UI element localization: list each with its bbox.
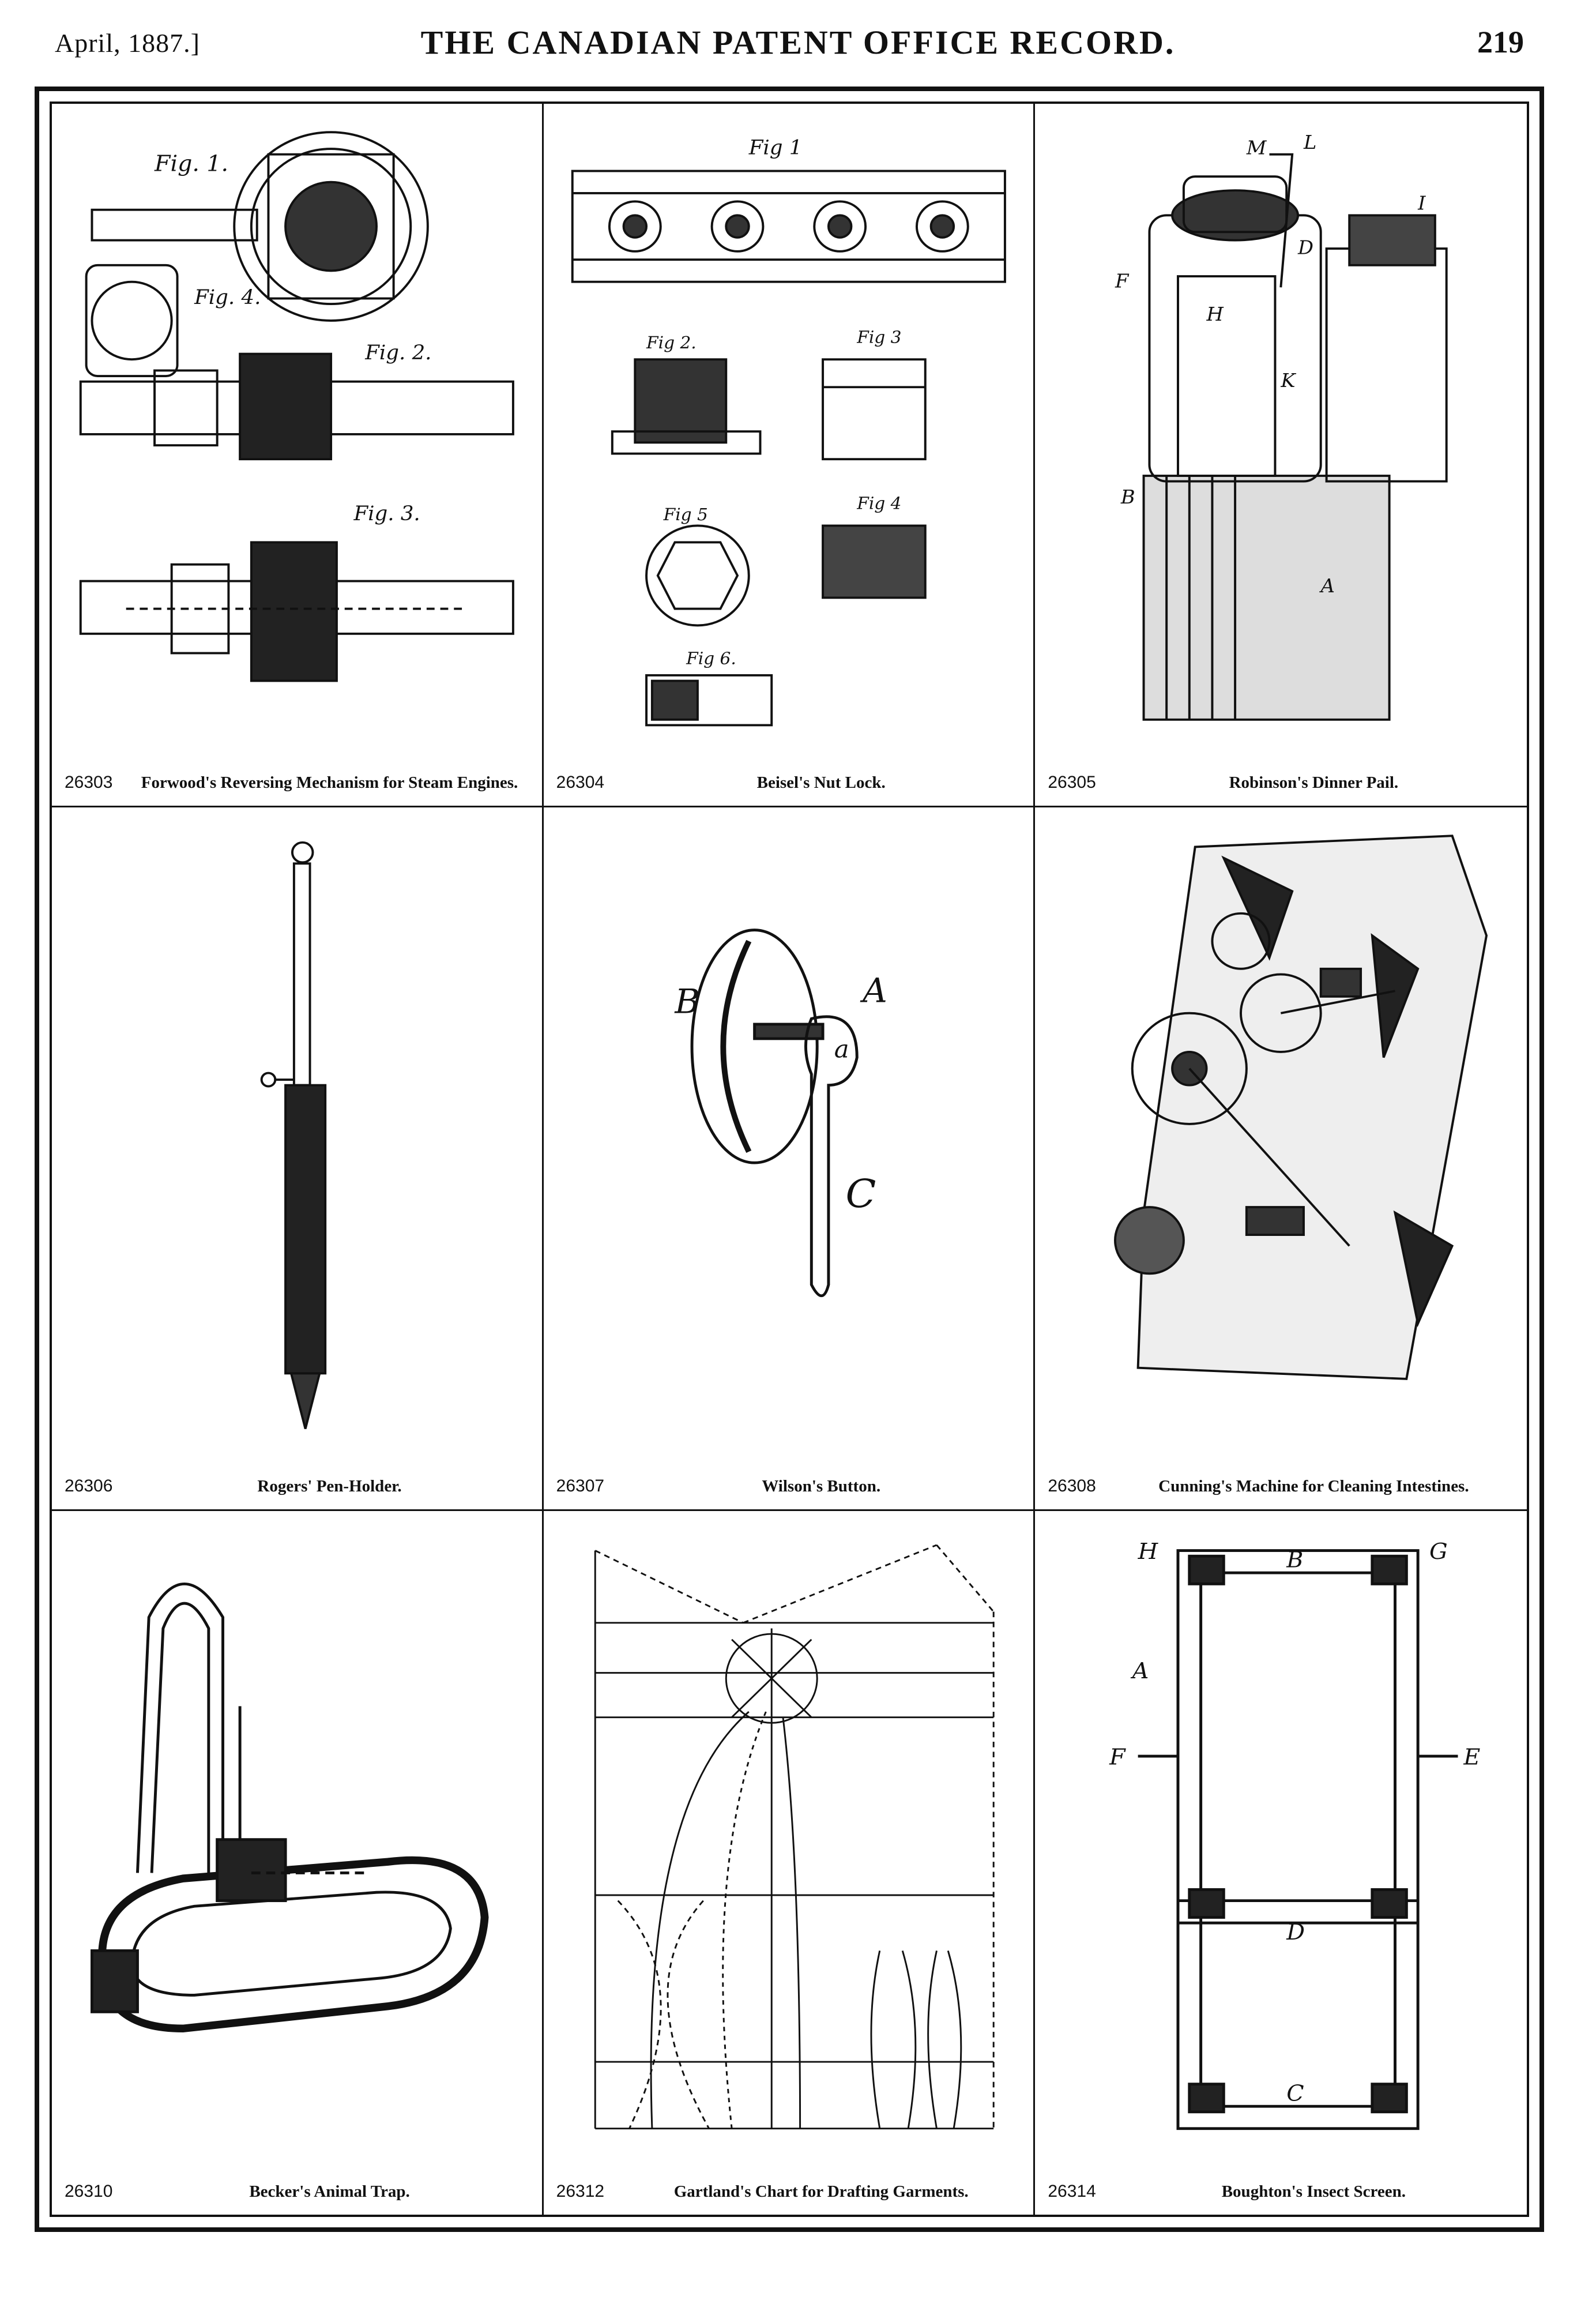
nut-lock-drawing: Fig 1 Fig 2. Fig 3 Fi	[571, 136, 1006, 727]
patent-illustration: B A C a	[561, 825, 1017, 1434]
patent-number: 26308	[1048, 1476, 1096, 1495]
patent-caption: 26307 Wilson's Button.	[556, 1445, 1025, 1497]
page-number: 219	[1477, 25, 1524, 59]
figure-label: G	[1429, 1539, 1448, 1564]
patent-illustration: Fig. 1. Fig. 4. Fig. 2. Fig. 3.	[69, 121, 525, 731]
reversing-mechanism-drawing: Fig. 1. Fig. 4. Fig. 2. Fig. 3.	[79, 131, 514, 682]
patent-title: Forwood's Reversing Mechanism for Steam …	[141, 773, 518, 792]
figure-label: a	[834, 1035, 849, 1063]
publication-title: THE CANADIAN PATENT OFFICE RECORD.	[420, 24, 1176, 61]
page-frame: Fig. 1. Fig. 4. Fig. 2. Fig. 3.	[35, 87, 1544, 2232]
patent-number: 26306	[65, 1476, 113, 1495]
patent-caption: 26305 Robinson's Dinner Pail.	[1048, 741, 1518, 793]
figure-label: H	[1138, 1539, 1158, 1564]
patent-number: 26304	[556, 773, 605, 792]
button-drawing: B A C a	[674, 929, 887, 1297]
patent-number: 26314	[1048, 2182, 1096, 2201]
figure-label: B	[1120, 486, 1135, 508]
figure-label: B	[1286, 1547, 1304, 1573]
patent-caption: 26314 Boughton's Insect Screen.	[1048, 2150, 1518, 2202]
patent-title: Rogers' Pen-Holder.	[257, 1476, 402, 1495]
patent-number: 26312	[556, 2182, 605, 2201]
patent-illustration: Fig 1 Fig 2. Fig 3 Fi	[561, 121, 1017, 731]
intestine-cleaning-machine-drawing	[1114, 835, 1488, 1380]
patent-title: Beisel's Nut Lock.	[756, 773, 886, 792]
patent-number: 26307	[556, 1476, 605, 1495]
figure-label: A	[1131, 1659, 1149, 1684]
patent-caption: 26304 Beisel's Nut Lock.	[556, 741, 1025, 793]
figure-label: D	[1286, 1920, 1305, 1945]
figure-label: M	[1246, 137, 1267, 159]
patent-illustration: H G B A F E D C	[1052, 1528, 1510, 2140]
patent-illustration: M L F I A D H K B	[1052, 121, 1510, 731]
patent-title: Wilson's Button.	[762, 1476, 881, 1495]
figure-label: A	[1319, 574, 1335, 596]
figure-label: Fig 4	[856, 494, 901, 513]
figure-label: C	[845, 1172, 876, 1217]
pen-holder-drawing	[260, 841, 327, 1429]
patent-illustration	[1052, 825, 1510, 1434]
figure-label: I	[1417, 192, 1426, 214]
patent-cell-26306: 26306 Rogers' Pen-Holder.	[52, 807, 544, 1511]
figure-label: A	[860, 971, 887, 1010]
patent-cell-26303: Fig. 1. Fig. 4. Fig. 2. Fig. 3.	[52, 104, 544, 807]
garment-drafting-chart-drawing	[594, 1544, 995, 2130]
figure-label: H	[1206, 303, 1224, 325]
figure-label: Fig 3	[856, 328, 901, 347]
patent-cell-26314: H G B A F E D C 26314 Boughton's Insect …	[1035, 1511, 1527, 2215]
patent-title: Robinson's Dinner Pail.	[1229, 773, 1399, 792]
patent-cell-26312: 26312 Gartland's Chart for Drafting Garm…	[544, 1511, 1036, 2215]
figure-label: Fig 6.	[686, 649, 736, 668]
figure-label: E	[1463, 1745, 1481, 1770]
dinner-pail-drawing: M L F I A D H K B	[1115, 131, 1448, 721]
patent-illustration	[69, 825, 525, 1434]
figure-label: C	[1287, 2081, 1304, 2106]
patent-caption: 26310 Becker's Animal Trap.	[65, 2150, 533, 2202]
patent-caption: 26308 Cunning's Machine for Cleaning Int…	[1048, 1445, 1518, 1497]
figure-label: Fig. 1.	[154, 151, 228, 176]
figure-label: K	[1281, 370, 1297, 392]
page-header: April, 1887.] THE CANADIAN PATENT OFFICE…	[0, 0, 1596, 87]
insect-screen-drawing: H G B A F E D C	[1109, 1539, 1481, 2130]
patent-cell-26308: 26308 Cunning's Machine for Cleaning Int…	[1035, 807, 1527, 1511]
patent-caption: 26303 Forwood's Reversing Mechanism for …	[65, 741, 533, 793]
patent-cell-26310: 26310 Becker's Animal Trap.	[52, 1511, 544, 2215]
patent-cell-26304: Fig 1 Fig 2. Fig 3 Fi	[543, 104, 1036, 807]
figure-label: B	[674, 982, 700, 1021]
patent-cell-26305: M L F I A D H K B 26305 Robinson's Dinne…	[1035, 104, 1527, 807]
figure-label: F	[1115, 270, 1129, 292]
patent-number: 26305	[1048, 773, 1096, 792]
animal-trap-drawing	[91, 1583, 489, 2033]
figure-label: D	[1297, 236, 1313, 258]
patent-caption: 26306 Rogers' Pen-Holder.	[65, 1445, 533, 1497]
patent-title: Becker's Animal Trap.	[249, 2182, 410, 2201]
patent-title: Gartland's Chart for Drafting Garments.	[673, 2182, 969, 2201]
patent-grid: Fig. 1. Fig. 4. Fig. 2. Fig. 3.	[50, 102, 1529, 2217]
patent-number: 26303	[65, 773, 113, 792]
figure-label: Fig 5	[663, 505, 707, 524]
patent-title: Boughton's Insect Screen.	[1221, 2182, 1406, 2201]
issue-date: April, 1887.]	[55, 28, 200, 58]
figure-label: Fig. 2.	[364, 341, 431, 364]
patent-illustration	[69, 1528, 525, 2140]
figure-label: Fig. 4.	[194, 286, 261, 309]
patent-cell-26307: B A C a 26307 Wilson's Button.	[543, 807, 1036, 1511]
figure-label: Fig. 3.	[353, 502, 420, 525]
figure-label: Fig 1	[748, 136, 802, 159]
figure-label: Fig 2.	[646, 333, 697, 352]
patent-title: Cunning's Machine for Cleaning Intestine…	[1158, 1476, 1469, 1495]
figure-label: L	[1303, 131, 1316, 153]
figure-label: F	[1109, 1745, 1126, 1770]
patent-number: 26310	[65, 2182, 113, 2201]
patent-illustration	[561, 1528, 1017, 2140]
patent-caption: 26312 Gartland's Chart for Drafting Garm…	[556, 2150, 1025, 2202]
